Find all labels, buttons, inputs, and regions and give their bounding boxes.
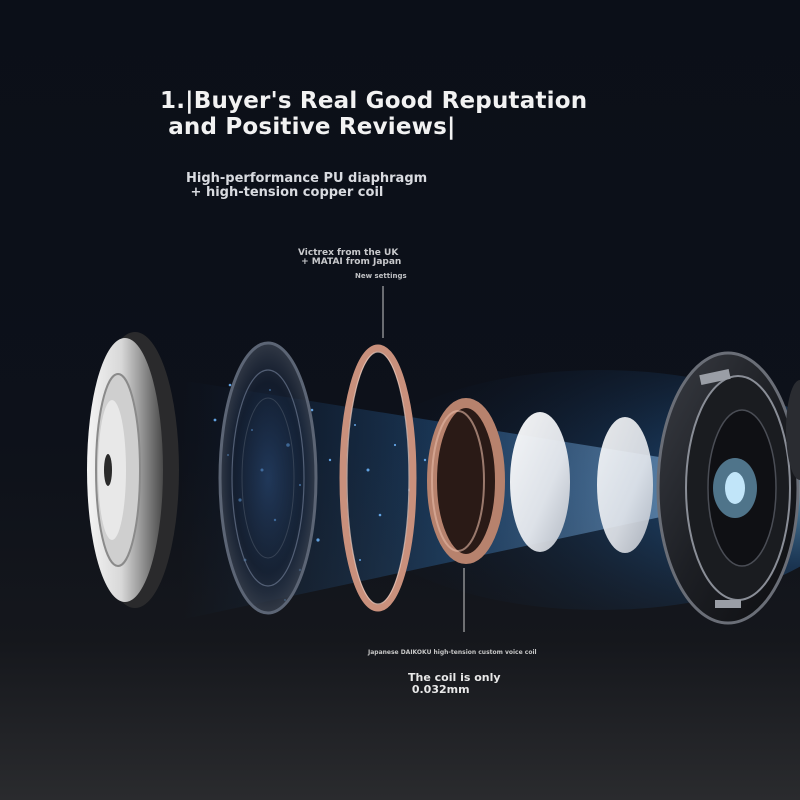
callout-material: Victrex from the UK + MATAI from Japan <box>298 248 402 267</box>
copper-ring <box>339 344 417 612</box>
callout-coil-origin: Japanese DAIKOKU high-tension custom voi… <box>368 649 537 656</box>
diaphragm <box>218 341 318 615</box>
back-cap <box>87 332 179 608</box>
voice-coil <box>427 398 505 564</box>
callout-coil-size: The coil is only 0.032mm <box>408 671 501 696</box>
magnet-disc-2 <box>597 417 653 553</box>
page-title: 1.|Buyer's Real Good Reputation and Posi… <box>160 88 588 140</box>
subtitle: High-performance PU diaphragm + high-ten… <box>186 171 428 200</box>
callout-settings: New settings <box>355 272 407 280</box>
magnet-disc-1 <box>510 412 570 552</box>
